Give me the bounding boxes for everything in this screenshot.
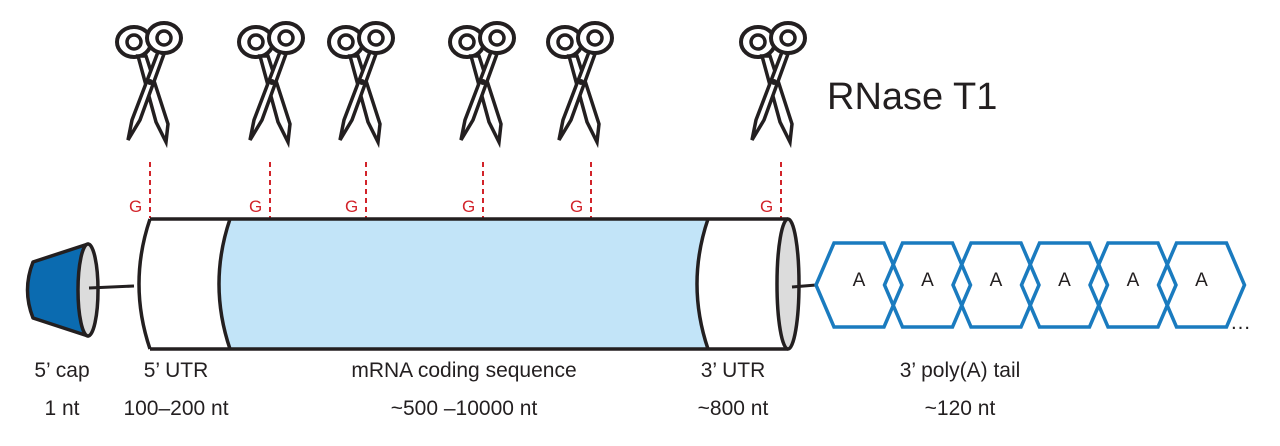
scissors-icon bbox=[448, 21, 516, 144]
cleavage-site: G bbox=[546, 21, 614, 218]
polya-unit: A bbox=[814, 241, 904, 329]
utr3-segment bbox=[697, 219, 788, 349]
cap-linker bbox=[88, 284, 135, 290]
polya-unit: A bbox=[1156, 241, 1247, 329]
utr5-name: 5’ UTR bbox=[144, 359, 209, 382]
cleavage-site: G bbox=[448, 21, 516, 218]
scissors-icon bbox=[115, 21, 183, 144]
cap-body bbox=[25, 242, 90, 338]
utr5-cds-boundary bbox=[217, 218, 232, 350]
polya-continuation: … bbox=[1230, 311, 1251, 334]
cleavage-site: G bbox=[115, 21, 183, 218]
cleavage-site: G bbox=[327, 21, 395, 218]
cap-length: 1 nt bbox=[44, 397, 79, 420]
polya-unit: A bbox=[1088, 241, 1178, 329]
cap-name: 5’ cap bbox=[34, 359, 89, 382]
cds-segment bbox=[219, 219, 708, 349]
adenosine-hexagon bbox=[951, 241, 1041, 329]
region-labels: 5’ cap 1 nt 5’ UTR 100–200 nt mRNA codin… bbox=[34, 359, 1020, 420]
cleavage-base-label: G bbox=[760, 197, 773, 216]
cds-length: ~500 –10000 nt bbox=[391, 397, 538, 420]
adenosine-hexagon bbox=[1156, 241, 1247, 329]
cleavage-site: G bbox=[739, 21, 807, 218]
polya-unit: A bbox=[951, 241, 1041, 329]
polya-name: 3’ poly(A) tail bbox=[900, 359, 1021, 382]
polya-unit: A bbox=[1019, 241, 1110, 329]
polya-unit: A bbox=[882, 241, 973, 329]
scissors-icon bbox=[546, 21, 614, 144]
polya-length: ~120 nt bbox=[925, 397, 996, 420]
cleavage-base-label: G bbox=[129, 197, 142, 216]
adenosine-hexagon bbox=[1019, 241, 1110, 329]
adenosine-label: A bbox=[1195, 270, 1208, 291]
adenosine-label: A bbox=[1058, 270, 1071, 291]
cleavage-base-label: G bbox=[462, 197, 475, 216]
adenosine-label: A bbox=[990, 270, 1003, 291]
adenosine-hexagon bbox=[1088, 241, 1178, 329]
cds-name: mRNA coding sequence bbox=[351, 359, 576, 382]
cleavage-base-label: G bbox=[249, 197, 262, 216]
utr3-length: ~800 nt bbox=[698, 397, 769, 420]
cleavage-base-label: G bbox=[345, 197, 358, 216]
adenosine-label: A bbox=[1127, 270, 1140, 291]
utr5-length: 100–200 nt bbox=[123, 397, 228, 420]
adenosine-label: A bbox=[921, 270, 934, 291]
mrna-cylinder bbox=[137, 217, 817, 351]
adenosine-hexagon bbox=[814, 241, 904, 329]
adenosine-label: A bbox=[853, 270, 866, 291]
scissors-icon bbox=[739, 21, 807, 144]
cds-utr3-boundary bbox=[695, 218, 710, 350]
cleavage-site: G bbox=[237, 21, 305, 218]
enzyme-label: RNase T1 bbox=[827, 76, 997, 118]
utr5-segment bbox=[139, 219, 230, 349]
three-prime-face bbox=[775, 217, 801, 351]
cleavage-base-label: G bbox=[570, 197, 583, 216]
five-prime-cap bbox=[25, 242, 135, 338]
adenosine-hexagon bbox=[882, 241, 973, 329]
polya-linker bbox=[791, 283, 817, 289]
scissors-icon bbox=[237, 21, 305, 144]
scissors-icon bbox=[327, 21, 395, 144]
cap-face bbox=[76, 242, 100, 338]
utr3-name: 3’ UTR bbox=[701, 359, 766, 382]
